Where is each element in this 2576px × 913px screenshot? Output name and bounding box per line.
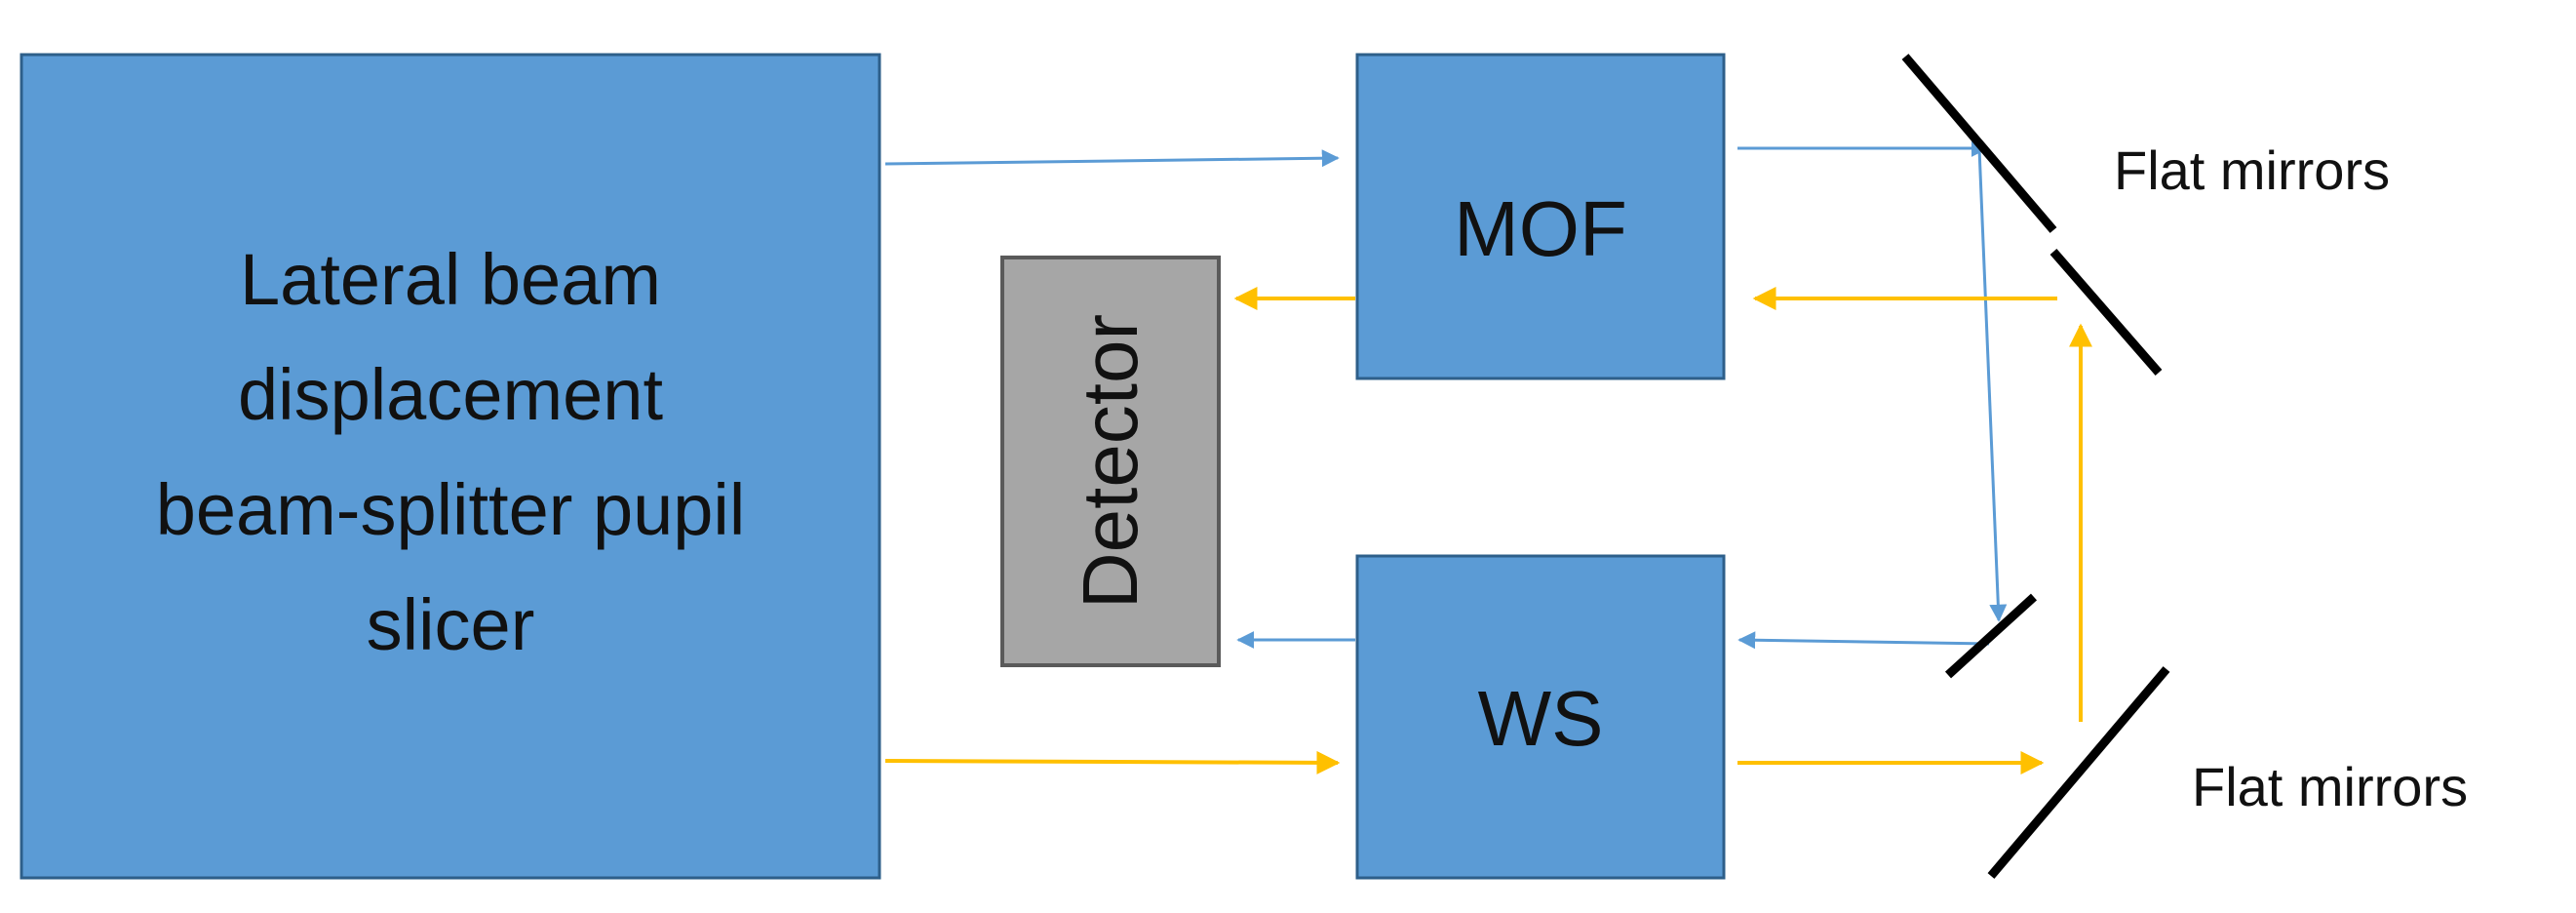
beam-blue-mirror-down xyxy=(1977,147,2008,622)
mirror-top-2 xyxy=(2049,249,2163,376)
flat-mirrors-top-label: Flat mirrors xyxy=(2114,139,2390,201)
ws-label: WS xyxy=(1478,675,1604,762)
slicer-label-line-4: slicer xyxy=(367,584,535,665)
ws-block: WS xyxy=(1355,554,1726,880)
beam-blue-mirror-to-ws xyxy=(1737,631,1990,650)
mof-block: MOF xyxy=(1355,53,1726,380)
mirror-bottom-2 xyxy=(1987,666,2170,879)
slicer-label-line-1: Lateral beam xyxy=(240,239,661,320)
detector-label: Detector xyxy=(1067,314,1153,609)
slicer-label-line-2: displacement xyxy=(238,354,663,435)
mof-label: MOF xyxy=(1454,185,1627,272)
slicer-block: Lateral beam displacement beam-splitter … xyxy=(20,53,881,880)
mirror-bottom-1 xyxy=(1944,593,2038,679)
beam-blue-slicer-to-mof xyxy=(884,149,1340,168)
slicer-label-line-3: beam-splitter pupil xyxy=(156,469,746,550)
mirror-top-1 xyxy=(1901,54,2057,233)
beam-yellow-slicer-to-ws xyxy=(884,750,1341,774)
detector-block: Detector xyxy=(1000,256,1221,667)
flat-mirrors-bottom-label: Flat mirrors xyxy=(2192,756,2468,817)
